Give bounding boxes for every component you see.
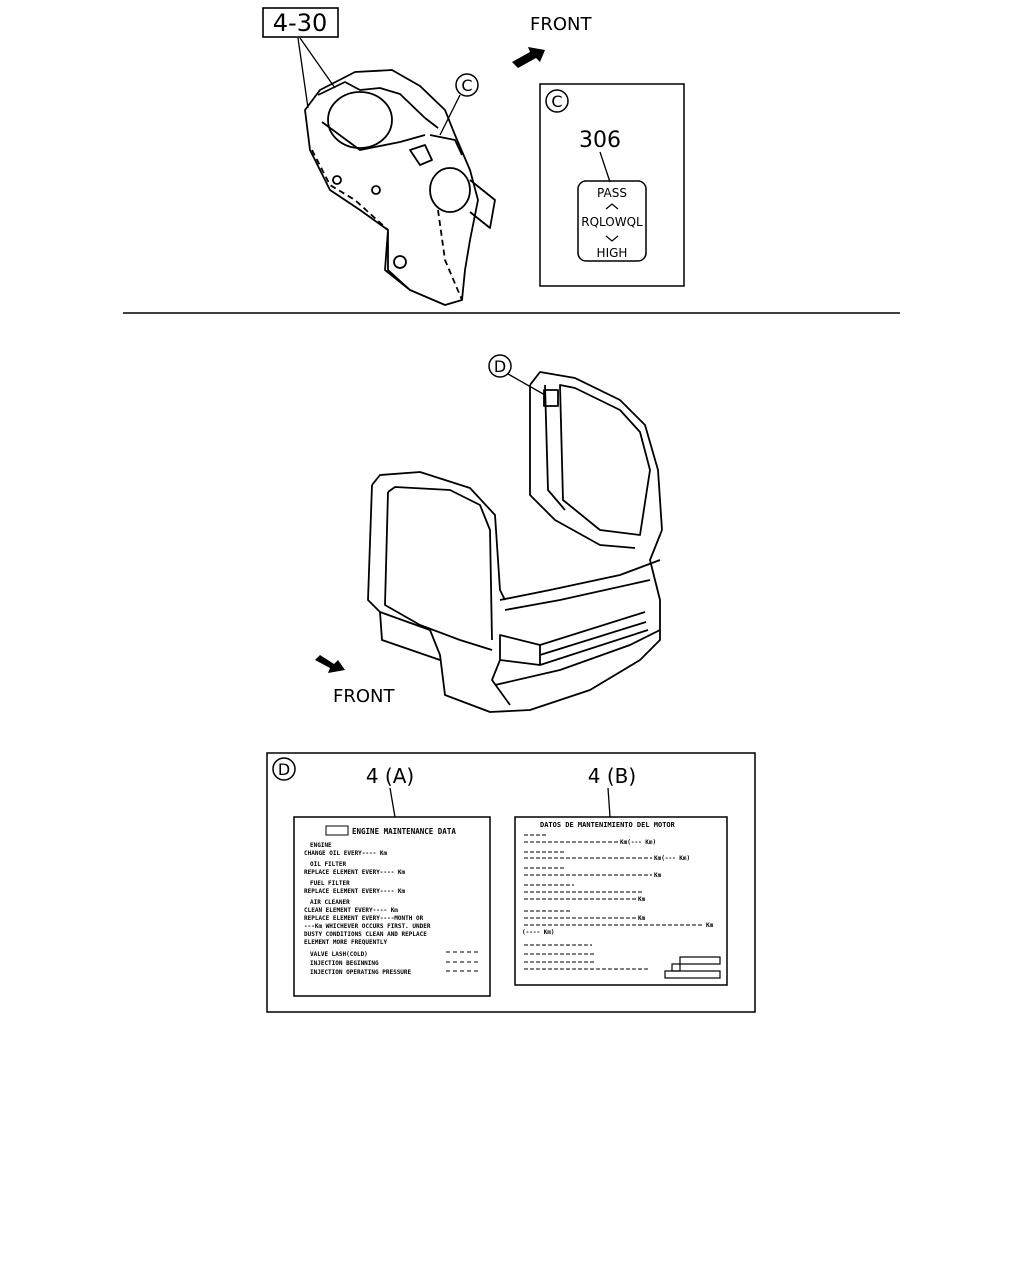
label-b-km: Km(--- Km) (620, 839, 656, 846)
switch-position-label (577, 180, 647, 262)
label-b-km: Km (638, 896, 646, 903)
label-a-line: ENGINE (310, 842, 332, 849)
callout-c[interactable]: C (455, 73, 479, 97)
switch-high: HIGH (597, 246, 628, 260)
label-a-line: DUSTY CONDITIONS CLEAN AND REPLACE (304, 931, 427, 938)
front-arrow-top (512, 47, 545, 68)
front-label-middle: FRONT (333, 686, 395, 707)
label-a-line: FUEL FILTER (310, 880, 350, 887)
label-a-line: OIL FILTER (310, 861, 347, 868)
label-a-line: INJECTION OPERATING PRESSURE (310, 969, 412, 976)
switch-pass: PASS (597, 186, 627, 200)
label-a-title: ENGINE MAINTENANCE DATA (352, 827, 456, 836)
callout-d-letter: D (494, 357, 506, 376)
label-a-line: CLEAN ELEMENT EVERY---- Km (304, 907, 398, 914)
detail-c-box: C 306 PASS RQLOWQL HIGH (539, 83, 685, 287)
combination-switch-housing (304, 69, 496, 306)
ref-box-label: 4-30 (273, 9, 327, 37)
datos-mantenimiento-label: DATOS DE MANTENIMIENTO DEL MOTOR Km(--- … (514, 816, 728, 986)
label-a-line: REPLACE ELEMENT EVERY----MONTH OR (304, 915, 424, 922)
label-a-line: INJECTION BEGINNING (310, 960, 379, 967)
truck-cab-illustration (367, 371, 663, 713)
label-b-km: (---- Km) (522, 929, 555, 936)
label-b-title: DATOS DE MANTENIMIENTO DEL MOTOR (540, 821, 676, 829)
label-a-line: CHANGE OIL EVERY---- Km (304, 850, 387, 857)
front-arrow-middle (315, 655, 345, 673)
ref-box-4-30[interactable]: 4-30 (262, 7, 339, 38)
front-label-top: FRONT (530, 14, 592, 35)
label-b-km: Km (706, 922, 714, 929)
switch-low: RQLOWQL (581, 215, 643, 229)
label-a-line: REPLACE ELEMENT EVERY---- Km (304, 888, 406, 895)
label-b-reference: 4 (B) (588, 764, 636, 788)
engine-maintenance-label: ENGINE MAINTENANCE DATA ENGINE CHANGE OI… (293, 816, 491, 997)
detail-d-letter: D (278, 760, 290, 779)
label-a-line: ---Km WHICHEVER OCCURS FIRST. UNDER (304, 923, 431, 930)
detail-c-letter: C (551, 92, 562, 111)
detail-c-part-number: 306 (579, 128, 621, 153)
detail-d-box (266, 752, 756, 1013)
label-a-line: REPLACE ELEMENT EVERY---- Km (304, 869, 406, 876)
label-b-km: Km(--- Km) (654, 855, 690, 862)
label-a-line: VALVE LASH(COLD) (310, 951, 368, 958)
callout-d[interactable]: D (488, 354, 512, 378)
label-a-line: ELEMENT MORE FREQUENTLY (304, 939, 387, 946)
label-a-line: AIR CLEANER (310, 899, 350, 906)
label-b-km: Km (654, 872, 662, 879)
callout-c-letter: C (461, 76, 472, 95)
label-a-reference: 4 (A) (366, 764, 414, 788)
label-b-km: Km (638, 915, 646, 922)
